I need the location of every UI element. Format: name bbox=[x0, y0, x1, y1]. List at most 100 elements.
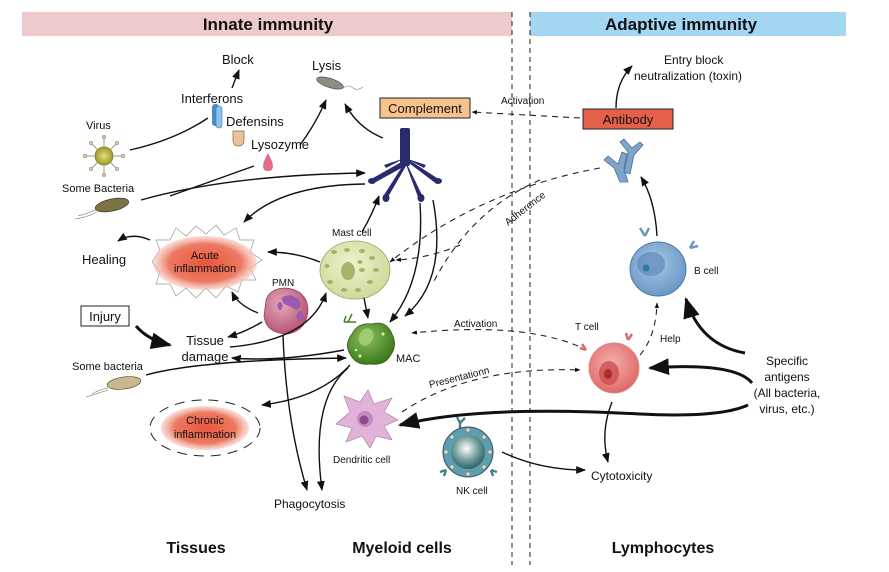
arrow-bcell-antibody bbox=[640, 176, 658, 237]
antigens-label-2: antigens bbox=[764, 370, 809, 384]
complement-label: Complement bbox=[388, 101, 462, 116]
lysed-bacterium-icon bbox=[316, 76, 364, 90]
dash-dendritic-tcell bbox=[401, 367, 581, 413]
t-cell-icon bbox=[579, 332, 640, 394]
virus-icon bbox=[82, 134, 126, 178]
some-bacteria-bottom-label: Some bacteria bbox=[72, 361, 144, 373]
arrow-antigens-dendritic bbox=[397, 403, 749, 429]
arrow-mac-phagocytosis bbox=[316, 367, 349, 491]
interferons-label: Interferons bbox=[181, 91, 244, 106]
injury-box bbox=[80, 305, 130, 327]
activation-top-label: Activation bbox=[501, 96, 544, 107]
nk-cell-label: NK cell bbox=[456, 486, 488, 497]
presentation-label: Presentationn bbox=[428, 365, 491, 391]
bacterium-top-icon bbox=[74, 197, 130, 220]
arrow-bacteria-mac bbox=[145, 354, 347, 376]
antigens-label-4: virus, etc.) bbox=[759, 402, 814, 416]
lysozyme-icon bbox=[263, 153, 273, 171]
dash-adherence bbox=[389, 167, 601, 263]
dash-antibody-complement bbox=[471, 110, 581, 119]
complement-box bbox=[379, 97, 471, 119]
arrow-interferons-block bbox=[231, 69, 240, 89]
footer-myeloid: Myeloid cells bbox=[352, 540, 452, 557]
dash-tcell-mac bbox=[411, 329, 579, 347]
interferon-icon bbox=[212, 104, 223, 129]
line-pmn-phagocytosis bbox=[282, 334, 309, 491]
acute-inflammation-icon bbox=[151, 224, 263, 299]
innate-header-band bbox=[22, 12, 512, 36]
arrow-complement-acute bbox=[243, 183, 366, 223]
antibody-protein-icon bbox=[603, 138, 644, 183]
acute-label-2: inflammation bbox=[174, 263, 236, 275]
arrow-antibody-entry-block bbox=[615, 65, 633, 109]
cytotoxicity-label: Cytotoxicity bbox=[591, 469, 652, 483]
line-lysozyme-bacteria bbox=[169, 165, 255, 197]
b-cell-label: B cell bbox=[694, 266, 718, 277]
arrow-virus-interferons bbox=[129, 117, 209, 151]
pmn-label: PMN bbox=[272, 278, 294, 289]
dendritic-cell-label: Dendritic cell bbox=[333, 455, 390, 466]
dash-antibody-mast bbox=[395, 244, 461, 262]
arrow-injury-tissue bbox=[134, 325, 173, 349]
bacterium-bottom-icon bbox=[85, 376, 142, 398]
defensin-icon bbox=[232, 130, 245, 147]
arrow-mast-acute bbox=[267, 248, 321, 263]
chronic-inflammation-icon bbox=[149, 399, 261, 457]
injury-label: Injury bbox=[89, 309, 121, 324]
dash-tcell-bcell bbox=[639, 302, 660, 356]
arrow-complement-mac-1 bbox=[389, 202, 422, 323]
footer-tissues: Tissues bbox=[166, 540, 225, 557]
innate-header: Innate immunity bbox=[203, 15, 334, 34]
arrow-pmn-tissue bbox=[227, 321, 263, 339]
adaptive-header: Adaptive immunity bbox=[605, 15, 758, 34]
antibody-box bbox=[582, 108, 674, 130]
arrow-antigens-bcell bbox=[683, 296, 746, 355]
lysis-label: Lysis bbox=[312, 58, 342, 73]
entry-block-label-2: neutralization (toxin) bbox=[634, 69, 742, 83]
phagocytosis-label: Phagocytosis bbox=[274, 497, 345, 511]
chronic-label-1: Chronic bbox=[186, 415, 224, 427]
antibody-label: Antibody bbox=[603, 112, 654, 127]
tissue-damage-label-2: damage bbox=[182, 349, 229, 364]
dendritic-cell-icon bbox=[335, 389, 399, 449]
antigens-label-3: (All bacteria, bbox=[754, 386, 821, 400]
arrow-antigens-tcell bbox=[647, 358, 754, 385]
mast-cell-label: Mast cell bbox=[332, 228, 371, 239]
chronic-label-2: inflammation bbox=[174, 429, 236, 441]
defensins-label: Defensins bbox=[226, 114, 284, 129]
adaptive-header-band bbox=[530, 12, 846, 36]
arrow-mast-mac bbox=[362, 297, 371, 319]
virus-label: Virus bbox=[86, 120, 111, 132]
footer-lymphocytes: Lymphocytes bbox=[612, 540, 715, 557]
t-cell-label: T cell bbox=[575, 322, 599, 333]
arrow-complement-mac-2 bbox=[404, 199, 438, 317]
arrow-mast-complement bbox=[361, 195, 380, 233]
nk-cell-icon bbox=[439, 416, 498, 478]
arrow-complement-lysis bbox=[344, 103, 384, 139]
arrow-mac-chronic bbox=[261, 364, 351, 408]
block-label: Block bbox=[222, 52, 254, 67]
pmn-icon bbox=[263, 287, 309, 335]
arrow-lysozyme-lysis bbox=[299, 99, 327, 146]
dash-adherence-2 bbox=[431, 179, 541, 286]
arrow-mac-tissue bbox=[231, 349, 345, 363]
arrow-tcell-cytotoxicity bbox=[601, 401, 613, 463]
help-label: Help bbox=[660, 334, 681, 345]
arrow-pmn-acute bbox=[231, 291, 259, 314]
tissue-damage-label-1: Tissue bbox=[186, 333, 224, 348]
activation-mid-label: Activation bbox=[454, 319, 497, 330]
arrow-tissue-mast bbox=[229, 292, 327, 348]
lysozyme-label: Lysozyme bbox=[251, 137, 309, 152]
arrow-bacteria-complement bbox=[140, 169, 366, 201]
some-bacteria-top-label: Some Bacteria bbox=[62, 183, 135, 195]
acute-label-1: Acute bbox=[191, 250, 219, 262]
mac-icon bbox=[343, 313, 395, 365]
arrow-nk-cytotoxicity bbox=[501, 451, 586, 474]
entry-block-label-1: Entry block bbox=[664, 53, 724, 67]
antigens-label-1: Specific bbox=[766, 354, 808, 368]
complement-protein-icon bbox=[368, 128, 442, 202]
mast-cell-icon bbox=[319, 240, 391, 300]
arrow-acute-healing bbox=[117, 232, 151, 242]
b-cell-icon bbox=[629, 227, 699, 297]
